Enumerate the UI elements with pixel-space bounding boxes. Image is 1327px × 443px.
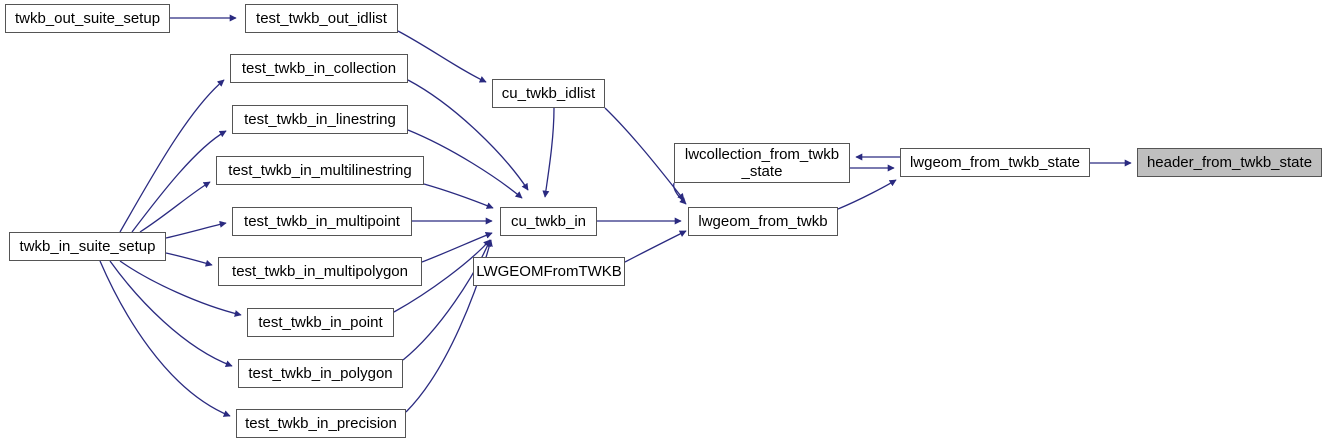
edge-test_twkb_in_multipolygon-to-cu_twkb_in [421,232,493,263]
edge-twkb_in_suite_setup-to-test_twkb_in_polygon [109,260,233,368]
node-cu_twkb_in[interactable]: cu_twkb_in [500,207,597,236]
edge-twkb_in_suite_setup-to-test_twkb_in_point [119,260,242,317]
edge-twkb_in_suite_setup-to-test_twkb_in_precision [99,260,231,417]
node-test_twkb_in_precision[interactable]: test_twkb_in_precision [236,409,406,438]
node-cu_twkb_idlist[interactable]: cu_twkb_idlist [492,79,605,108]
edge-twkb_in_suite_setup-to-test_twkb_in_linestring [131,130,227,233]
node-label-test_twkb_in_point: test_twkb_in_point [258,314,383,331]
node-label-test_twkb_in_collection: test_twkb_in_collection [241,60,397,77]
node-label-test_twkb_out_idlist: test_twkb_out_idlist [256,10,387,27]
node-lwcollection_from_twkb_state[interactable]: lwcollection_from_twkb _state [674,143,850,183]
node-lwgeom_from_twkb_state[interactable]: lwgeom_from_twkb_state [900,148,1090,177]
edge-test_twkb_in_multilinestring-to-cu_twkb_in [423,183,494,209]
node-test_twkb_in_multipoint[interactable]: test_twkb_in_multipoint [232,207,412,236]
node-label-twkb_out_suite_setup: twkb_out_suite_setup [14,10,161,27]
node-label-header_from_twkb_state: header_from_twkb_state [1146,154,1313,171]
node-test_twkb_out_idlist[interactable]: test_twkb_out_idlist [245,4,398,33]
edge-lwgeom_from_twkb-to-lwgeom_from_twkb_state [837,179,897,210]
edge-test_twkb_out_idlist-to-cu_twkb_idlist [397,30,487,83]
node-test_twkb_in_multipolygon[interactable]: test_twkb_in_multipolygon [218,257,422,286]
node-twkb_in_suite_setup[interactable]: twkb_in_suite_setup [9,232,166,261]
node-label-lwgeom_from_twkb_state: lwgeom_from_twkb_state [909,154,1081,171]
node-label-cu_twkb_in: cu_twkb_in [510,213,587,230]
node-label-test_twkb_in_multipolygon: test_twkb_in_multipolygon [232,263,408,280]
edge-test_twkb_in_collection-to-cu_twkb_in [407,79,529,191]
edge-cu_twkb_idlist-to-cu_twkb_in [542,107,555,198]
node-test_twkb_in_collection[interactable]: test_twkb_in_collection [230,54,408,83]
node-LWGEOMFromTWKB[interactable]: LWGEOMFromTWKB [473,257,625,286]
node-test_twkb_in_linestring[interactable]: test_twkb_in_linestring [232,105,408,134]
node-label-test_twkb_in_multilinestring: test_twkb_in_multilinestring [228,162,412,179]
node-label-test_twkb_in_precision: test_twkb_in_precision [245,415,397,432]
edge-twkb_in_suite_setup-to-test_twkb_in_multipoint [165,220,227,239]
node-label-test_twkb_in_polygon: test_twkb_in_polygon [248,365,393,382]
node-twkb_out_suite_setup[interactable]: twkb_out_suite_setup [5,4,170,33]
node-label-lwgeom_from_twkb: lwgeom_from_twkb [698,213,828,230]
node-test_twkb_in_point[interactable]: test_twkb_in_point [247,308,394,337]
node-label-twkb_in_suite_setup: twkb_in_suite_setup [19,238,156,255]
node-label-test_twkb_in_linestring: test_twkb_in_linestring [244,111,396,128]
edge-LWGEOMFromTWKB-to-lwgeom_from_twkb [624,230,687,263]
edge-lwcollection_from_twkb_state-to-lwgeom_from_twkb [673,182,687,205]
edge-twkb_in_suite_setup-to-test_twkb_in_multilinestring [139,181,211,233]
edge-twkb_in_suite_setup-to-test_twkb_in_multipolygon [165,252,213,267]
node-test_twkb_in_polygon[interactable]: test_twkb_in_polygon [238,359,403,388]
node-label-lwcollection_from_twkb_state: lwcollection_from_twkb _state [684,146,840,180]
node-header_from_twkb_state[interactable]: header_from_twkb_state [1137,148,1322,177]
edge-cu_twkb_idlist-to-lwgeom_from_twkb [604,107,685,201]
node-label-cu_twkb_idlist: cu_twkb_idlist [501,85,596,102]
node-label-test_twkb_in_multipoint: test_twkb_in_multipoint [244,213,400,230]
node-test_twkb_in_multilinestring[interactable]: test_twkb_in_multilinestring [216,156,424,185]
edge-test_twkb_in_linestring-to-cu_twkb_in [407,129,523,199]
node-lwgeom_from_twkb[interactable]: lwgeom_from_twkb [688,207,838,236]
edge-test_twkb_in_polygon-to-cu_twkb_in [402,239,491,361]
node-label-LWGEOMFromTWKB: LWGEOMFromTWKB [476,263,622,280]
edge-twkb_in_suite_setup-to-test_twkb_in_collection [119,79,225,233]
edge-test_twkb_in_point-to-cu_twkb_in [393,239,491,313]
